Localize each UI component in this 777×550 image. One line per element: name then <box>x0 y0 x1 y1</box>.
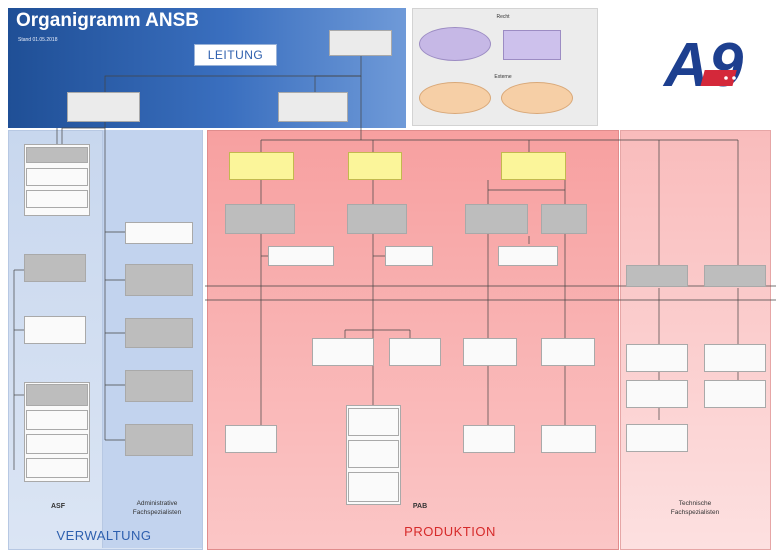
org-box-stabsstelle-head[interactable] <box>26 147 88 163</box>
org-box-bau-3[interactable] <box>463 338 517 366</box>
legend-box-purple <box>503 30 561 60</box>
org-box-referent-1[interactable] <box>268 246 334 266</box>
org-box-technik-5[interactable] <box>626 424 688 452</box>
org-box-stabsstelle-2[interactable] <box>26 190 88 208</box>
org-box-personal-3[interactable] <box>26 458 88 478</box>
section-label-verwaltung: VERWALTUNG <box>56 527 152 543</box>
org-box-erp-controller[interactable] <box>24 316 86 344</box>
caption-fachspezialisten: Fachspezialisten <box>132 509 182 516</box>
org-box-personal-2[interactable] <box>26 434 88 454</box>
org-box-bau-2[interactable] <box>389 338 441 366</box>
a9-logo-letters: A9 <box>662 31 744 98</box>
org-box-teilbereich-3[interactable] <box>501 152 566 180</box>
org-box-leitung-right[interactable] <box>278 92 348 122</box>
caption-asf: ASF <box>51 503 65 510</box>
org-box-leitung-left[interactable] <box>67 92 140 122</box>
legend-title-externe: Externe <box>494 74 512 80</box>
legend-title-recht: Recht <box>496 14 510 20</box>
org-box-bauleiter-4[interactable] <box>348 472 399 502</box>
org-box-technik-head-1[interactable] <box>626 265 688 287</box>
org-box-bau-4[interactable] <box>541 338 595 366</box>
org-box-bauleiter-2[interactable] <box>348 408 399 436</box>
org-box-projektleiter-1[interactable] <box>225 204 295 234</box>
caption-administrative: Administrative <box>136 500 178 507</box>
org-box-bau-1[interactable] <box>312 338 374 366</box>
org-box-personal-1[interactable] <box>26 410 88 430</box>
org-box-technik-4[interactable] <box>704 380 766 408</box>
org-box-stabsstelle-1[interactable] <box>26 168 88 186</box>
section-label-leitung: LEITUNG <box>194 44 277 66</box>
org-box-teilbereich-2[interactable] <box>348 152 402 180</box>
org-box-technik-head-2[interactable] <box>704 265 766 287</box>
org-box-projektleiter-3[interactable] <box>465 204 528 234</box>
org-box-admin-1[interactable] <box>125 222 193 244</box>
a9-logo: A9 <box>660 28 760 100</box>
org-box-personal-head[interactable] <box>26 384 88 406</box>
org-box-referent-3[interactable] <box>498 246 558 266</box>
caption-pab: PAB <box>412 503 428 510</box>
org-box-bauleiter-3[interactable] <box>348 440 399 468</box>
org-box-bauleiter-6[interactable] <box>541 425 596 453</box>
org-box-projektleiter-2[interactable] <box>347 204 407 234</box>
org-box-geschaeftsfuehrer[interactable] <box>329 30 392 56</box>
org-box-admin-2[interactable] <box>125 264 193 296</box>
page-title: Organigramm ANSB <box>16 10 199 31</box>
org-box-admin-5[interactable] <box>125 424 193 456</box>
legend-ellipse-orange-2 <box>501 82 573 114</box>
section-label-produktion: PRODUKTION <box>404 523 496 539</box>
org-box-leiter-finanzen[interactable] <box>24 254 86 282</box>
legend-ellipse-purple <box>419 27 491 61</box>
org-box-technik-1[interactable] <box>626 344 688 372</box>
org-box-technik-3[interactable] <box>626 380 688 408</box>
org-box-admin-3[interactable] <box>125 318 193 348</box>
legend-ellipse-orange-1 <box>419 82 491 114</box>
org-box-referent-2[interactable] <box>385 246 433 266</box>
caption-technische: Technische <box>678 500 712 507</box>
org-box-bauleiter-1[interactable] <box>225 425 277 453</box>
org-box-technik-2[interactable] <box>704 344 766 372</box>
org-box-teilbereich-1[interactable] <box>229 152 294 180</box>
caption-technik-fachspezialisten: Fachspezialisten <box>670 509 720 516</box>
org-box-bauleiter-5[interactable] <box>463 425 515 453</box>
org-box-admin-4[interactable] <box>125 370 193 402</box>
org-box-projektleiter-4[interactable] <box>541 204 587 234</box>
stand-date: Stand 01.05.2018 <box>18 37 58 43</box>
technische-fachspezialisten-section <box>620 130 771 550</box>
